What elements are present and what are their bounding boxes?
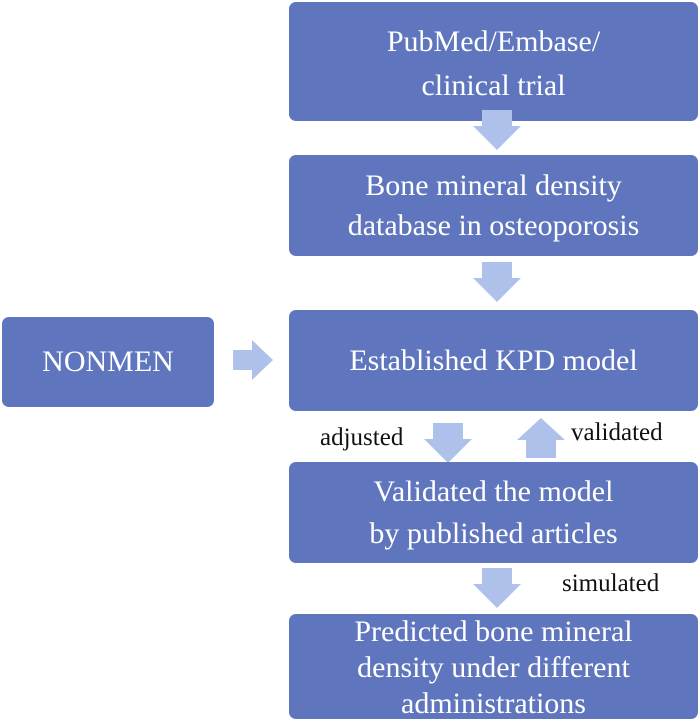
down-arrow-kpd-to-validate	[424, 423, 472, 463]
node-predict-line-3: administrations	[401, 687, 586, 719]
node-database-line-1: Bone mineral density	[365, 168, 622, 202]
node-database-line-2: database in osteoporosis	[347, 208, 640, 242]
node-nonmen: NONMEN	[2, 317, 214, 407]
node-validated-model: Validated the model by published article…	[289, 462, 698, 563]
node-kpd-label: Established KPD model	[349, 343, 638, 377]
down-arrow-shape	[473, 568, 521, 608]
down-arrow-shape	[473, 110, 521, 150]
down-arrow-shape	[473, 262, 521, 302]
node-predict-line-1: Predicted bone mineral	[354, 615, 633, 648]
down-arrow-validate-to-predict	[473, 568, 521, 608]
node-bone-mineral-density-database: Bone mineral density database in osteopo…	[289, 155, 698, 256]
down-arrow-shape	[424, 423, 472, 463]
edge-label-simulated: simulated	[562, 570, 660, 597]
node-source-line-1: PubMed/Embase/	[386, 24, 601, 58]
edge-label-adjusted: adjusted	[320, 424, 404, 451]
right-arrow-shape	[233, 340, 273, 380]
node-established-kpd-model: Established KPD model	[289, 310, 698, 411]
node-predict-line-2: density under different	[357, 651, 630, 684]
up-arrow-validate-to-kpd	[517, 418, 565, 458]
down-arrow-database-to-kpd	[473, 262, 521, 302]
node-pubmed-embase-clinical-trial: PubMed/Embase/ clinical trial	[289, 2, 698, 121]
node-validate-line-2: by published articles	[369, 516, 618, 550]
node-validate-line-1: Validated the model	[373, 474, 614, 508]
node-predicted-bone-mineral-density: Predicted bone mineral density under dif…	[289, 614, 698, 719]
right-arrow-nonmen-to-kpd	[233, 340, 273, 380]
edge-label-validated: validated	[571, 419, 663, 446]
node-source-line-2: clinical trial	[421, 68, 566, 102]
up-arrow-shape	[517, 418, 565, 458]
down-arrow-source-to-database	[473, 110, 521, 150]
node-nonmen-label: NONMEN	[42, 345, 174, 378]
